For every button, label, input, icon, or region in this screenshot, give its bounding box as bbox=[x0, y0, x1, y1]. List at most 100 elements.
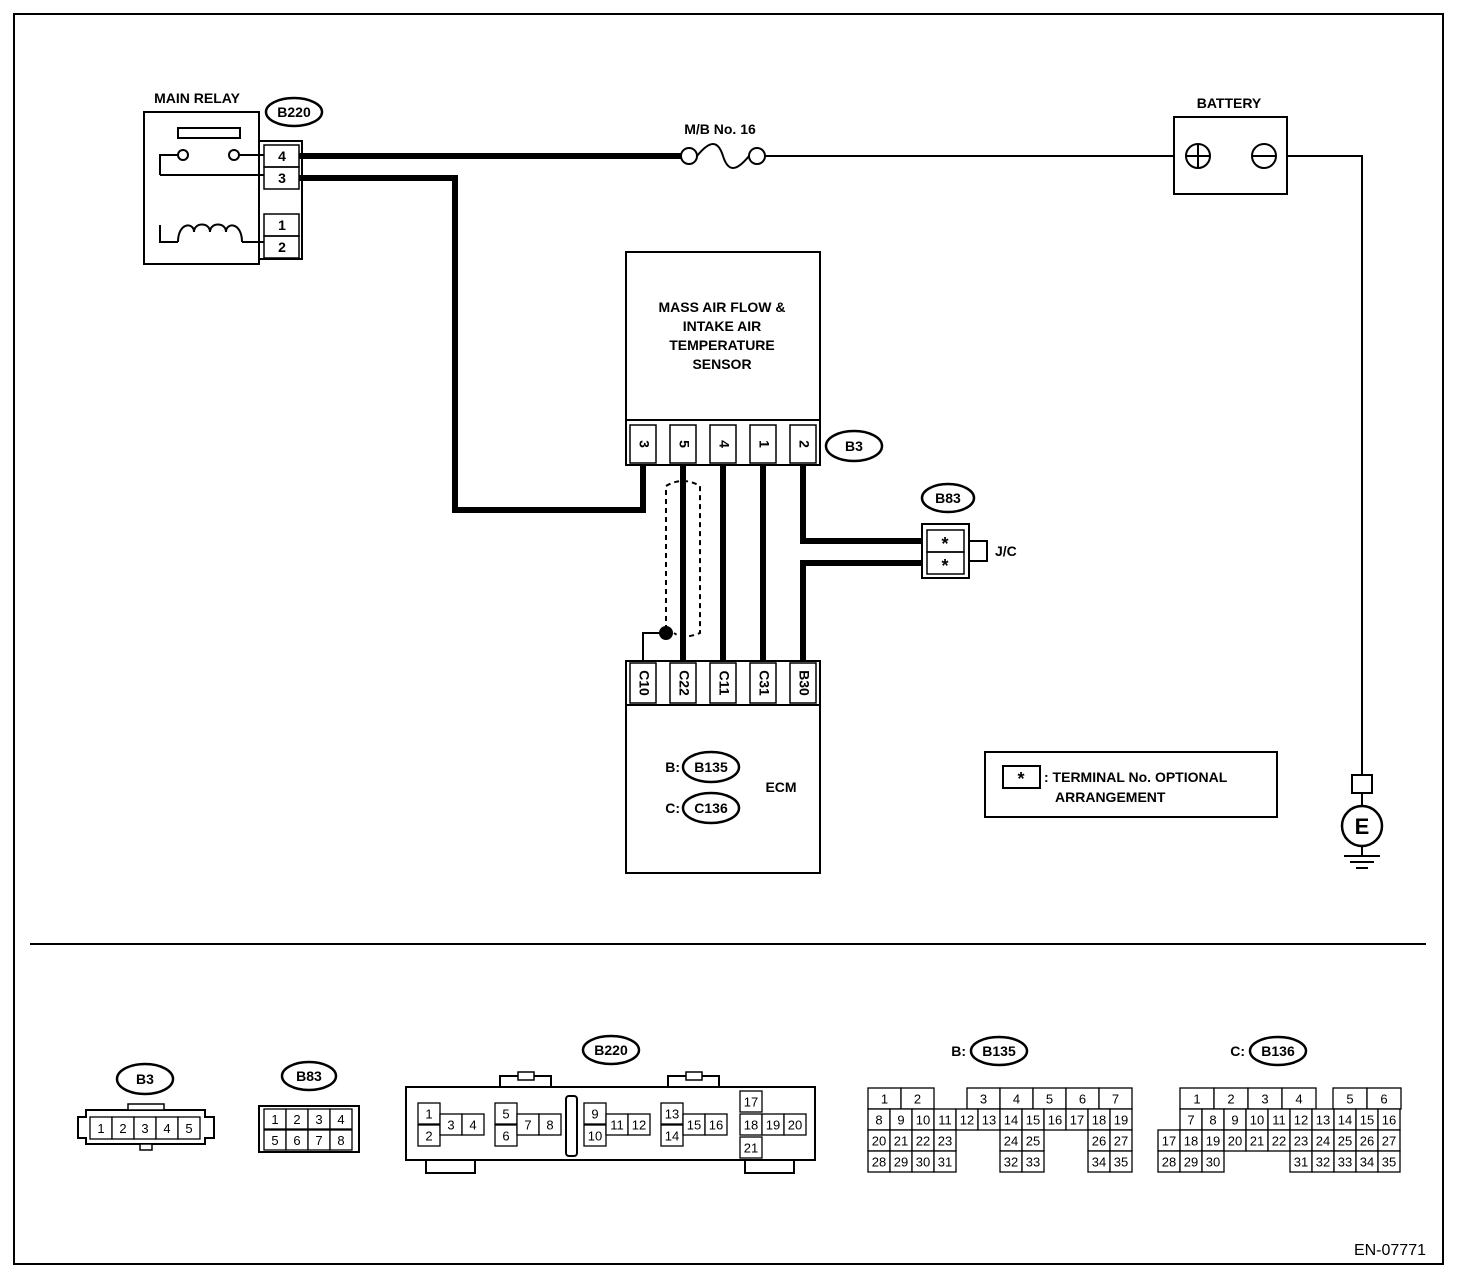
shield-dashed bbox=[665, 480, 701, 638]
battery-positive-icon bbox=[1185, 143, 1211, 169]
pin-label: 7 bbox=[1112, 1092, 1119, 1107]
pin-label: 28 bbox=[1162, 1155, 1176, 1170]
b3-face-title: B3 bbox=[136, 1071, 154, 1087]
pin-label: 4 bbox=[469, 1118, 476, 1133]
joint-connector: B83 * * J/C bbox=[920, 482, 1017, 579]
relay-pin-2: 2 bbox=[278, 239, 286, 255]
pin-label: 17 bbox=[744, 1095, 758, 1110]
pin-label: 22 bbox=[1272, 1134, 1286, 1149]
ground-label: E bbox=[1355, 814, 1370, 839]
pin-cell bbox=[177, 1116, 201, 1140]
pin-label: 18 bbox=[1184, 1134, 1198, 1149]
sensor-line-2: INTAKE AIR bbox=[683, 318, 762, 334]
pin-label: 4 bbox=[337, 1112, 344, 1127]
pin-label: 9 bbox=[591, 1107, 598, 1122]
pin-label: 19 bbox=[1206, 1134, 1220, 1149]
pin-label: 19 bbox=[766, 1118, 780, 1133]
pin-label: 14 bbox=[665, 1129, 679, 1144]
pin-cell bbox=[1201, 1150, 1225, 1173]
pin-label: 19 bbox=[1114, 1113, 1128, 1128]
pin-label: 25 bbox=[1338, 1134, 1352, 1149]
pin-label: 1 bbox=[881, 1092, 888, 1107]
pin-label: 10 bbox=[588, 1129, 602, 1144]
main-relay-title: MAIN RELAY bbox=[154, 90, 240, 106]
b135-face-prefix: B: bbox=[951, 1043, 966, 1059]
pin-label: 5 bbox=[271, 1133, 278, 1148]
pin-cell bbox=[704, 1113, 728, 1136]
pin-label: 10 bbox=[1250, 1113, 1264, 1128]
pin-label: 3 bbox=[1261, 1092, 1268, 1107]
pin-label: 31 bbox=[1294, 1155, 1308, 1170]
pin-label: 12 bbox=[632, 1118, 646, 1133]
pin-label: 13 bbox=[1316, 1113, 1330, 1128]
pin-cell bbox=[329, 1108, 353, 1130]
pin-label: 33 bbox=[1026, 1155, 1040, 1170]
relay-pin-3: 3 bbox=[278, 170, 286, 186]
pin-cell bbox=[739, 1136, 763, 1159]
wire-jc-b30 bbox=[800, 560, 925, 661]
pin-label: 16 bbox=[1048, 1113, 1062, 1128]
relay-pin-4: 4 bbox=[278, 148, 286, 164]
pin-label: 18 bbox=[744, 1118, 758, 1133]
pin-label: 14 bbox=[1338, 1113, 1352, 1128]
sensor-pin-5: 5 bbox=[676, 440, 692, 448]
pin-label: 6 bbox=[293, 1133, 300, 1148]
ecm-pin-b30: B30 bbox=[796, 670, 812, 696]
battery-negative-icon bbox=[1251, 143, 1277, 169]
pin-label: 32 bbox=[1316, 1155, 1330, 1170]
pin-label: 8 bbox=[546, 1118, 553, 1133]
pin-label: 11 bbox=[938, 1113, 952, 1128]
pin-label: 5 bbox=[1346, 1092, 1353, 1107]
pin-label: 5 bbox=[185, 1121, 192, 1136]
pin-label: 26 bbox=[1360, 1134, 1374, 1149]
pin-label: 12 bbox=[960, 1113, 974, 1128]
b220-badge bbox=[264, 96, 324, 128]
pin-label: 8 bbox=[337, 1133, 344, 1148]
b220-face-title: B220 bbox=[594, 1042, 628, 1058]
pin-label: 22 bbox=[916, 1134, 930, 1149]
b136-badge bbox=[681, 791, 741, 825]
pin-label: 21 bbox=[894, 1134, 908, 1149]
pin-label: 23 bbox=[938, 1134, 952, 1149]
main-relay-terminal-block bbox=[258, 140, 303, 260]
pin-label: 18 bbox=[1092, 1113, 1106, 1128]
pin-label: 32 bbox=[1004, 1155, 1018, 1170]
pin-label: 9 bbox=[897, 1113, 904, 1128]
legend-line-1: : TERMINAL No. OPTIONAL bbox=[1044, 769, 1228, 785]
pin-label: 15 bbox=[1026, 1113, 1040, 1128]
pin-label: 4 bbox=[1295, 1092, 1302, 1107]
pin-cell bbox=[1109, 1150, 1133, 1173]
pin-label: 4 bbox=[163, 1121, 170, 1136]
pin-label: 35 bbox=[1114, 1155, 1128, 1170]
battery-title: BATTERY bbox=[1197, 95, 1262, 111]
relay-coil-icon bbox=[159, 223, 264, 243]
pin-label: 10 bbox=[916, 1113, 930, 1128]
pin-cell bbox=[329, 1129, 353, 1151]
pin-label: 34 bbox=[1092, 1155, 1106, 1170]
pin-label: 3 bbox=[315, 1112, 322, 1127]
b136-face-title: B136 bbox=[1261, 1043, 1295, 1059]
ecm-body bbox=[625, 704, 821, 874]
pin-label: 1 bbox=[271, 1112, 278, 1127]
jc-pin-1: * bbox=[941, 534, 948, 554]
pin-label: 13 bbox=[665, 1107, 679, 1122]
ecm-label: ECM bbox=[765, 779, 796, 795]
jc-pin-2: * bbox=[941, 556, 948, 576]
b135-badge-label: B135 bbox=[694, 759, 728, 775]
legend-symbol: * bbox=[1017, 769, 1024, 789]
pin-cell bbox=[461, 1113, 485, 1136]
pin-label: 21 bbox=[744, 1141, 758, 1156]
pin-label: 23 bbox=[1294, 1134, 1308, 1149]
pin-label: 7 bbox=[524, 1118, 531, 1133]
wire-shield-c10 bbox=[642, 632, 666, 661]
ecm: C10 C22 C11 C31 B30 B: B135 C: C136 ECM bbox=[625, 660, 821, 874]
pin-label: 26 bbox=[1092, 1134, 1106, 1149]
wire-relay3-sensor3 bbox=[299, 175, 646, 513]
pin-label: 30 bbox=[1206, 1155, 1220, 1170]
pin-label: 20 bbox=[788, 1118, 802, 1133]
